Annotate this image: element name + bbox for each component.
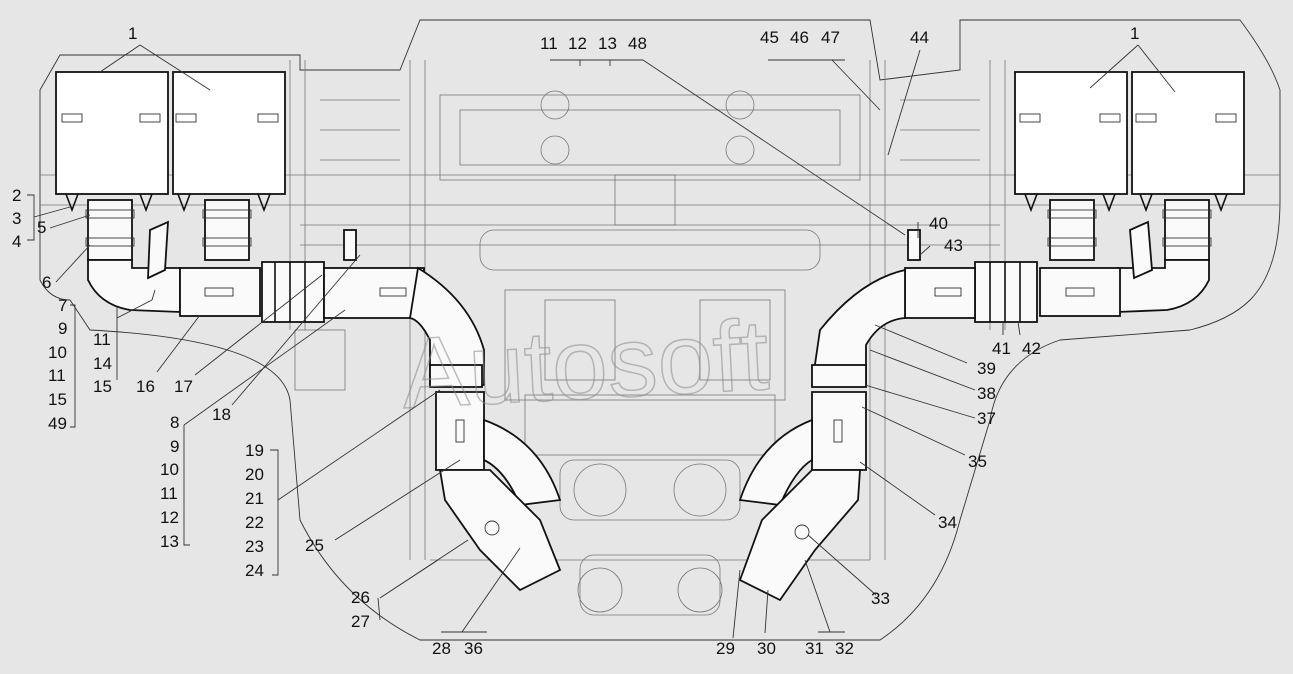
callout-37: 37 [977, 409, 996, 428]
callout-12-top: 12 [568, 34, 587, 53]
right-intake-piping [738, 199, 1212, 602]
callout-23: 23 [245, 537, 264, 556]
callout-10-left: 10 [48, 343, 67, 362]
callout-45: 45 [760, 28, 779, 47]
callout-32: 32 [835, 639, 854, 658]
callout-29: 29 [716, 639, 735, 658]
callout-11-stack: 11 [93, 330, 111, 349]
callout-38: 38 [977, 384, 996, 403]
callout-48: 48 [628, 34, 647, 53]
callout-22: 22 [245, 513, 264, 532]
callout-24: 24 [245, 561, 264, 580]
callout-3: 3 [12, 209, 21, 228]
callout-9-stack: 9 [170, 437, 179, 456]
callout-43: 43 [944, 236, 963, 255]
callout-11-stack-b: 11 [160, 484, 178, 503]
callout-26: 26 [351, 588, 370, 607]
callout-28: 28 [432, 639, 451, 658]
callout-31: 31 [805, 639, 824, 658]
callout-20: 20 [245, 465, 264, 484]
callout-46: 46 [790, 28, 809, 47]
callout-12-left: 12 [160, 508, 179, 527]
callout-17: 17 [174, 377, 193, 396]
callout-19: 19 [245, 441, 264, 460]
callout-44: 44 [910, 28, 929, 47]
callout-9-left: 9 [58, 319, 67, 338]
callout-11-left: 11 [48, 366, 66, 385]
left-intake-piping [85, 199, 562, 592]
callout-27: 27 [351, 612, 370, 631]
callout-49: 49 [48, 414, 67, 433]
callout-15-left: 15 [48, 390, 67, 409]
callout-13-top: 13 [598, 34, 617, 53]
callout-15-stack: 15 [93, 377, 112, 396]
callout-labels: 1 1 2 3 4 5 6 7 9 10 11 15 49 11 14 15 1… [12, 24, 1139, 658]
callout-34: 34 [938, 513, 957, 532]
callout-41: 41 [992, 339, 1011, 358]
callout-10-stack: 10 [160, 460, 179, 479]
callout-33: 33 [871, 589, 890, 608]
left-filter-housings [55, 71, 286, 213]
callout-14: 14 [93, 354, 112, 373]
leader-lines [27, 44, 1176, 639]
callout-40: 40 [929, 214, 948, 233]
callout-7: 7 [58, 296, 67, 315]
callout-47: 47 [821, 28, 840, 47]
callout-25: 25 [305, 536, 324, 555]
callout-2: 2 [12, 186, 21, 205]
watermark: Autosoft [399, 299, 771, 430]
callout-13-left: 13 [160, 532, 179, 551]
callout-35: 35 [968, 452, 987, 471]
callout-8: 8 [170, 413, 179, 432]
callout-18: 18 [212, 405, 231, 424]
callout-11-top: 11 [540, 34, 558, 53]
callout-36: 36 [464, 639, 483, 658]
callout-16: 16 [136, 377, 155, 396]
callout-30: 30 [757, 639, 776, 658]
callout-5: 5 [37, 218, 46, 237]
callout-39: 39 [977, 359, 996, 378]
callout-6: 6 [42, 273, 51, 292]
callout-1-right: 1 [1130, 24, 1139, 43]
callout-1-left: 1 [128, 24, 137, 43]
callout-21: 21 [245, 489, 264, 508]
callout-4: 4 [12, 232, 21, 251]
right-filter-housings [1014, 71, 1245, 213]
callout-42: 42 [1022, 339, 1041, 358]
